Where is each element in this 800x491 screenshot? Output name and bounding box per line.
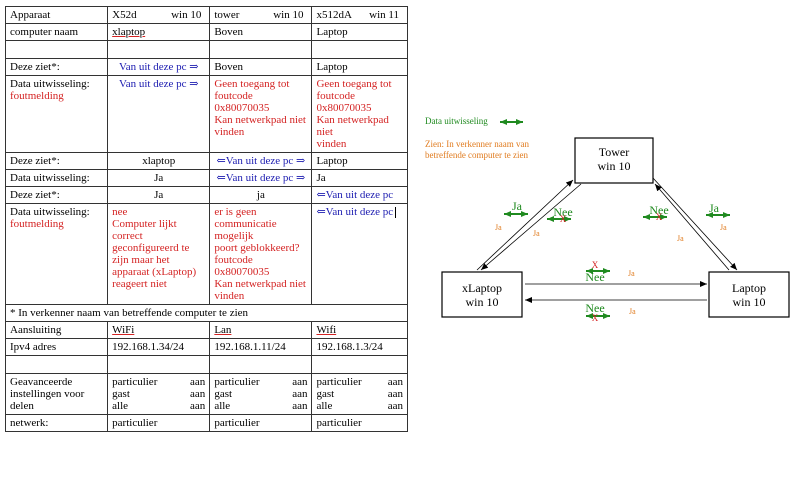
node-laptop: Laptop win 10 (708, 271, 790, 318)
svg-text:Nee: Nee (585, 270, 604, 284)
name-laptop: Laptop (311, 23, 408, 41)
network-diagram: Data uitwisseling Zien: In verkenner naa… (425, 116, 790, 323)
svg-text:win 10: win 10 (733, 295, 766, 309)
svg-text:win 10: win 10 (598, 159, 631, 173)
seen-ja-4: Ja (720, 223, 727, 232)
computer-name-row: computer naam xlaptop Boven Laptop (4, 23, 408, 41)
seen-ja-5: Ja (628, 269, 635, 278)
comparison-table: Apparaat X52d win 10 tower win 10 x512dA wi… (4, 6, 408, 432)
exchange-nee-xlaptop-tower: Nee X (547, 205, 573, 224)
row-b-sees: Deze ziet*: xlaptop ⇐Van uit deze pc ⇒ L… (4, 152, 408, 170)
blocked-cross: X (560, 214, 567, 224)
row-c-sees: Deze ziet*: Ja ja ⇐Van uit deze pc (4, 186, 408, 204)
arrow-laptop-to-tower (654, 183, 730, 271)
network-row: netwerk: particulier particulier particu… (4, 414, 408, 432)
exchange-ja-tower-laptop: Ja (706, 201, 730, 218)
footnote-row: * In verkenner naam van betreffende comp… (5, 304, 408, 322)
arrow-tower-to-laptop (652, 177, 738, 271)
seen-ja-6: Ja (629, 307, 636, 316)
arrow-tower-to-xlaptop (480, 183, 582, 271)
node-xlaptop: xLaptop win 10 (441, 271, 523, 318)
seen-ja-3: Ja (677, 234, 684, 243)
footnote: * In verkenner naam van betreffende comp… (5, 304, 408, 322)
device-1-os: win 10 (171, 9, 202, 21)
exchange-nee-tower-laptop: Nee X (643, 203, 669, 222)
device-3-os: win 11 (369, 9, 399, 21)
device-2-model: tower (214, 9, 240, 21)
svg-text:Ja: Ja (512, 199, 523, 213)
seen-ja-1: Ja (495, 223, 502, 232)
exchange-nee-xlaptop-laptop-bottom: Nee X (585, 301, 610, 323)
legend-exchange: Data uitwisseling (425, 116, 488, 126)
header-row: Apparaat X52d win 10 tower win 10 x512dA wi… (4, 6, 408, 24)
connection-row: Aansluiting WiFi Lan Wifi (4, 321, 408, 339)
svg-text:Laptop: Laptop (732, 281, 766, 295)
blocked-cross: X (656, 212, 663, 222)
header-label: Apparaat (4, 6, 109, 24)
device-3-model: x512dA (316, 9, 352, 21)
text-cursor (395, 206, 397, 218)
legend-seen-1: Zien: In verkenner naam van (425, 139, 529, 149)
legend-seen-2: betreffende computer te zien (425, 150, 529, 160)
device-1-model: X52d (112, 9, 137, 21)
spacer-row-2 (4, 355, 408, 374)
blocked-cross: X (592, 313, 599, 323)
svg-text:win 10: win 10 (466, 295, 499, 309)
svg-text:Nee: Nee (649, 203, 668, 217)
device-2-os: win 10 (273, 9, 304, 21)
arrow-xlaptop-to-tower (476, 179, 574, 271)
name-xlaptop: xlaptop (112, 26, 146, 38)
blocked-cross: X (592, 260, 599, 270)
svg-text:Nee: Nee (553, 205, 572, 219)
svg-text:xLaptop: xLaptop (462, 281, 502, 295)
exchange-ja-xlaptop-tower: Ja (504, 199, 528, 217)
row-a-sees: Deze ziet*: Van uit deze pc ⇒ Boven Lapt… (4, 58, 408, 76)
node-tower: Tower win 10 (574, 137, 654, 184)
seen-ja-2: Ja (533, 229, 540, 238)
spacer-row (4, 40, 408, 59)
row-a-exchange: Data uitwisseling:foutmelding Van uit de… (4, 75, 408, 153)
svg-text:Ja: Ja (709, 201, 720, 215)
row-b-exchange: Data uitwisseling: Ja ⇐Van uit deze pc ⇒… (4, 169, 408, 187)
svg-text:Tower: Tower (599, 145, 629, 159)
svg-text:Nee: Nee (585, 301, 604, 315)
exchange-nee-xlaptop-laptop-top: X Nee (585, 260, 610, 284)
name-boven: Boven (209, 23, 313, 41)
ipv4-row: Ipv4 adres 192.168.1.34/24 192.168.1.11/… (4, 338, 408, 356)
